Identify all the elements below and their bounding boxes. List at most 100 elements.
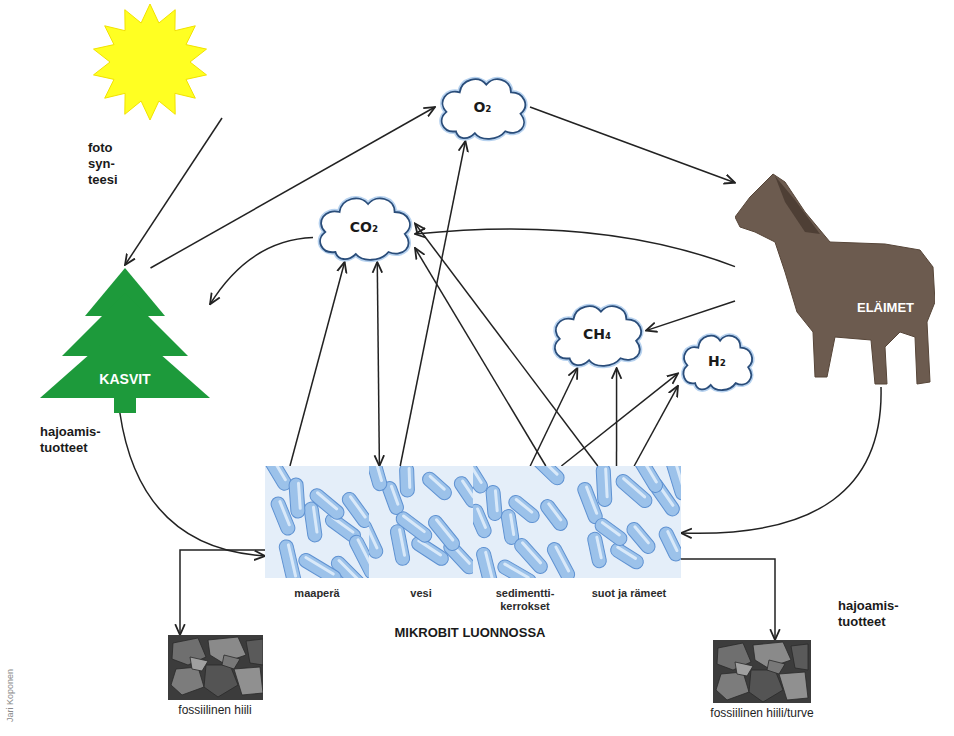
microbe-picture xyxy=(265,466,369,578)
node-mic: vesi xyxy=(369,466,473,600)
microbe-rod xyxy=(512,536,551,577)
diagram-label: MIKROBIT LUONNOSSA xyxy=(320,625,620,640)
edge-label: hajoamis- tuotteet xyxy=(838,598,912,630)
node-label: CH₄ xyxy=(583,326,611,342)
connector-arrow xyxy=(681,387,881,533)
coal-picture xyxy=(713,640,811,703)
microbe-rod xyxy=(624,520,658,557)
node-label: KASVIT xyxy=(40,371,210,387)
microbe-rod xyxy=(296,551,343,578)
node-label: O₂ xyxy=(473,99,491,115)
microbe-rod xyxy=(631,466,665,495)
connector-arrow xyxy=(646,301,735,331)
microbe-rod xyxy=(538,497,570,533)
node-label: maaperä xyxy=(265,587,369,600)
coal-lump xyxy=(779,672,808,700)
connector-arrow xyxy=(681,559,775,640)
node-label: H₂ xyxy=(708,353,726,369)
microbe-rod xyxy=(289,478,306,519)
coal-ground xyxy=(713,640,811,703)
microbe-rod xyxy=(475,546,499,578)
node-tree: KASVIT xyxy=(40,268,210,413)
node-mic: maaperä xyxy=(265,466,369,600)
coal-lump xyxy=(190,657,208,671)
node-label: vesi xyxy=(369,587,473,600)
coal-lump xyxy=(171,667,204,695)
node-mic: sedimentti- kerrokset xyxy=(473,466,577,613)
connector-arrow xyxy=(151,107,436,268)
coal-lump xyxy=(204,665,238,697)
node-label: CO₂ xyxy=(350,219,378,235)
photosynthesis-arrow xyxy=(125,118,222,265)
connector-arrow xyxy=(377,262,379,466)
microbe-rod xyxy=(592,516,629,548)
node-label: ELÄIMET xyxy=(857,300,914,315)
node-cloud: H₂ xyxy=(678,330,756,392)
node-cloud: CH₄ xyxy=(548,300,646,368)
edge-label: hajoamis- tuotteet xyxy=(40,424,114,456)
tree-trunk xyxy=(114,397,136,413)
microbe-rod xyxy=(347,533,369,578)
coal-picture xyxy=(168,635,263,700)
node-label: fossiilinen hiili/turve xyxy=(697,706,827,720)
coal-ground xyxy=(168,635,263,700)
microbe-rod xyxy=(452,474,473,510)
cloud-glow xyxy=(320,198,410,259)
cloud-glow xyxy=(683,336,752,390)
connector-arrow xyxy=(180,550,265,635)
node-label: sedimentti- kerrokset xyxy=(473,587,577,613)
connector-arrow xyxy=(530,107,735,183)
node-coal: fossiilinen hiili/turve xyxy=(697,640,827,720)
microbe-rod xyxy=(393,509,434,545)
microbe-picture xyxy=(473,466,577,578)
watermark: Jari Koponen xyxy=(5,669,15,722)
microbe-rod xyxy=(527,466,567,488)
microbe-rod xyxy=(278,539,302,578)
microbe-rod xyxy=(369,466,388,492)
coal-lump xyxy=(791,644,808,670)
tree-shape xyxy=(40,268,210,413)
microbe-rod xyxy=(420,469,455,502)
connector-arrow xyxy=(415,248,546,466)
coal-lump xyxy=(716,672,749,700)
connector-arrow xyxy=(210,238,313,305)
coal-lump xyxy=(246,639,263,665)
microbe-rod xyxy=(369,517,385,560)
cloud-outline xyxy=(320,198,410,259)
node-cloud: O₂ xyxy=(435,73,530,141)
horse-mane xyxy=(775,176,820,234)
connector-arrow xyxy=(400,141,465,466)
microbe-rod xyxy=(307,486,347,522)
microbe-rod xyxy=(657,525,681,563)
connector-arrow xyxy=(616,368,618,466)
microbe-rod xyxy=(586,531,607,569)
coal-lump xyxy=(749,670,783,702)
microbe-rod xyxy=(399,466,414,497)
cloud-outline xyxy=(555,306,641,366)
connector-arrow xyxy=(120,413,265,556)
tree-tier xyxy=(40,323,210,398)
connector-arrow xyxy=(561,373,678,466)
connector-arrow xyxy=(415,229,735,267)
horse-body xyxy=(735,174,935,384)
node-label: fossiilinen hiili xyxy=(160,703,270,717)
microbe-rod xyxy=(486,485,503,521)
cloud-glow xyxy=(555,306,641,366)
coal-lump xyxy=(767,660,785,674)
node-mic: suot ja rämeet xyxy=(577,466,681,600)
node-cloud: CO₂ xyxy=(313,192,415,262)
microbe-picture xyxy=(369,466,473,578)
microbe-rod xyxy=(500,509,519,546)
microbe-picture xyxy=(577,466,681,578)
node-coal: fossiilinen hiili xyxy=(160,635,270,717)
connector-arrow xyxy=(634,386,678,466)
coal-lump xyxy=(222,655,240,669)
cloud-outline xyxy=(442,79,526,139)
diagram-label: foto syn- teesi xyxy=(88,140,134,188)
connector-arrow xyxy=(530,368,577,466)
cloud-outline xyxy=(683,336,752,390)
microbe-rod xyxy=(545,540,577,578)
coal-lump xyxy=(735,662,753,676)
connector-arrow xyxy=(290,262,345,466)
